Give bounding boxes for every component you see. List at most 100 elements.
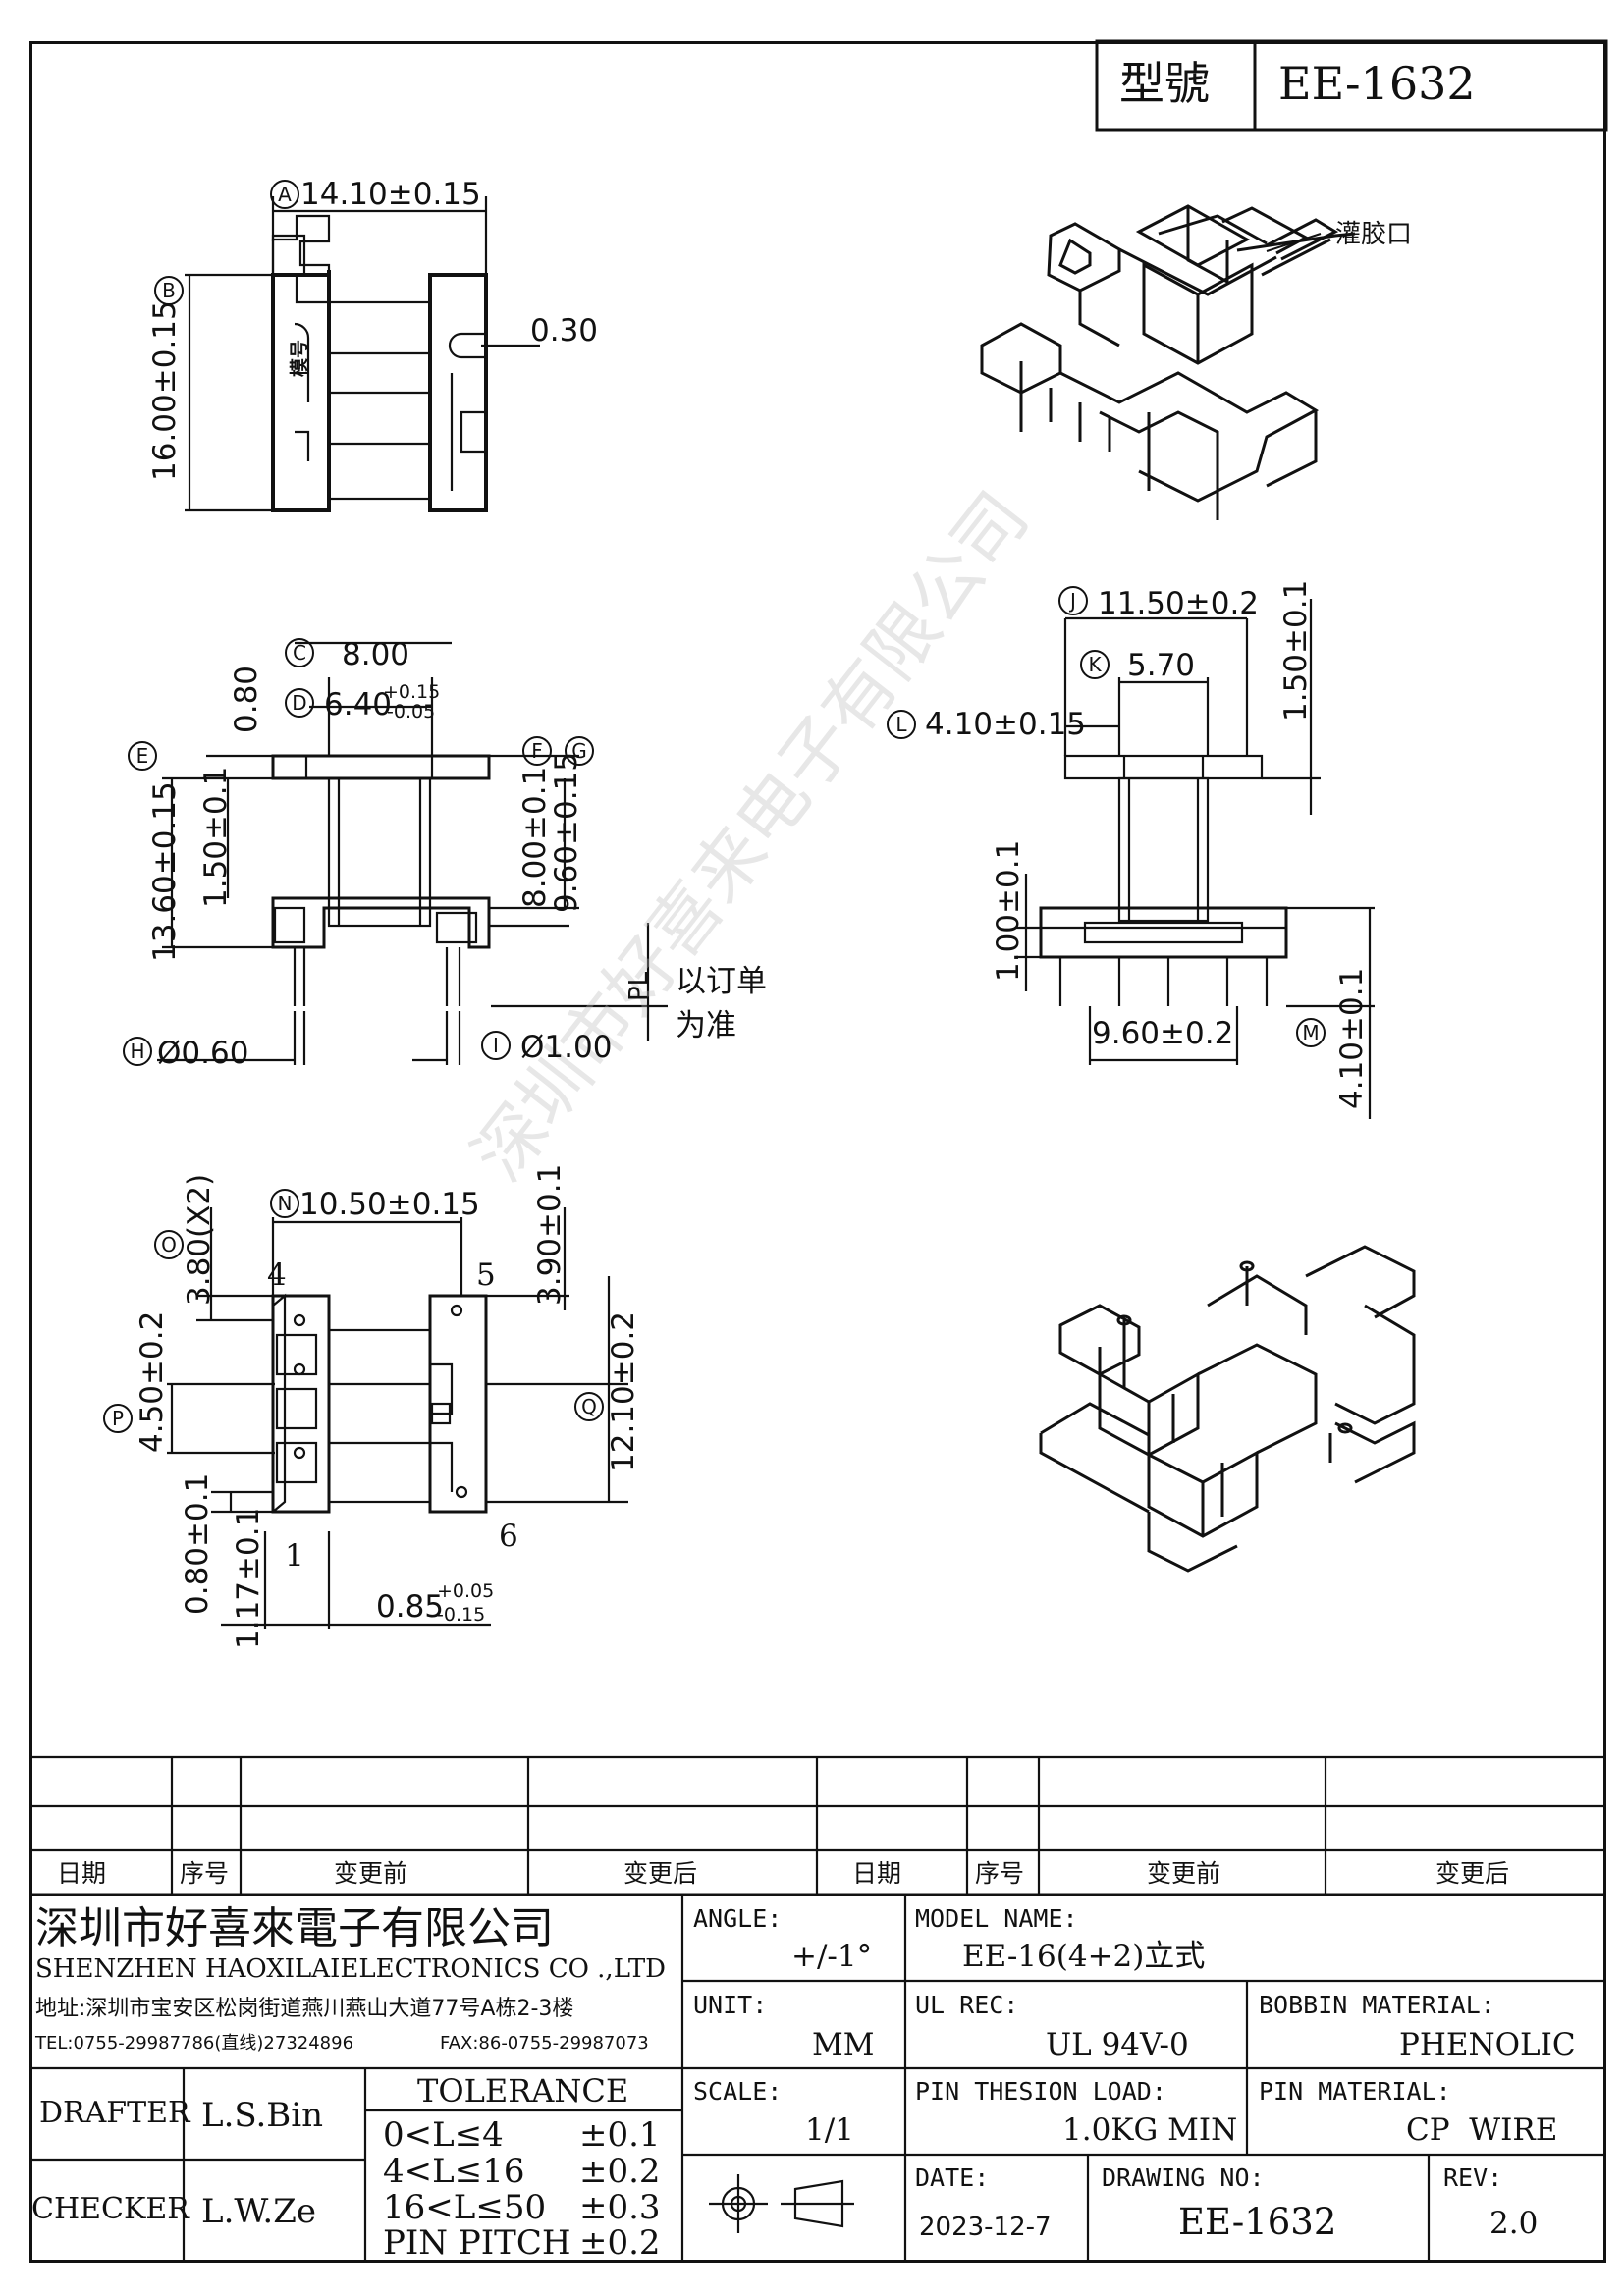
company-name-en: SHENZHEN HAOXILAIELECTRONICS CO .,LTD xyxy=(35,1954,667,1984)
pin-material-label: PIN MATERIAL: xyxy=(1259,2077,1451,2106)
dim-circle-letter-a: A xyxy=(278,183,292,206)
iso-view-top xyxy=(980,204,1356,520)
glue-port-note: 灌胶口 xyxy=(1335,220,1413,249)
pin-6-label: 6 xyxy=(499,1519,518,1554)
dim-circle-letter-o: O xyxy=(161,1233,177,1256)
tol-value-3: ±0.3 xyxy=(579,2188,661,2227)
dim-085: 0.85 xyxy=(376,1589,445,1625)
side-view xyxy=(1016,599,1375,1119)
dim-circle-q xyxy=(574,1392,604,1421)
pl-note-1: 以订单 xyxy=(676,964,767,999)
rev-before-r: 变更前 xyxy=(1147,1859,1221,1888)
dim-800: 8.00±0.1 xyxy=(517,766,553,908)
model-box xyxy=(1095,39,1608,132)
dim-circle-letter-f: F xyxy=(531,739,543,763)
drawing-no-label: DRAWING NO: xyxy=(1102,2163,1265,2192)
dim-E: 13.60±0.15 xyxy=(147,781,183,962)
dim-circle-o xyxy=(154,1230,184,1259)
pl-note-2: 为准 xyxy=(676,1008,736,1043)
dim-circle-letter-i: I xyxy=(493,1034,499,1057)
rev-seq-l: 序号 xyxy=(180,1859,230,1888)
pl-label: PL xyxy=(624,971,654,1001)
dim-A: 14.10±0.15 xyxy=(300,177,481,212)
drafter-name: L.S.Bin xyxy=(201,2096,324,2135)
dim-N: 10.50±0.15 xyxy=(299,1187,480,1222)
checker-name: L.W.Ze xyxy=(201,2192,316,2231)
dim-circle-j xyxy=(1058,586,1088,615)
rev-date-l: 日期 xyxy=(57,1859,107,1888)
model-name-label: MODEL NAME: xyxy=(915,1904,1078,1933)
checker-label: CHECKER xyxy=(31,2192,189,2226)
dim-080: 0.80 xyxy=(229,665,264,733)
projection-symbol xyxy=(709,2174,854,2233)
dim-circle-letter-p: P xyxy=(112,1407,124,1430)
rev-value: 2.0 xyxy=(1489,2206,1539,2241)
rev-label: REV: xyxy=(1443,2163,1503,2192)
dim-circle-e xyxy=(128,741,157,771)
dim-080-bottom: 0.80±0.1 xyxy=(180,1472,215,1615)
dim-circle-l xyxy=(887,710,916,739)
pin-load-label: PIN THESION LOAD: xyxy=(915,2077,1166,2106)
dim-circle-letter-c: C xyxy=(293,641,306,665)
date-value: 2023-12-7 xyxy=(919,2213,1052,2242)
pin-load-value: 1.0KG MIN xyxy=(1062,2112,1238,2148)
dim-circle-letter-g: G xyxy=(571,739,587,763)
tol-range-4: PIN PITCH xyxy=(383,2223,571,2263)
ul-label: UL REC: xyxy=(915,1991,1019,2019)
dim-P: 4.50±0.2 xyxy=(135,1310,170,1453)
tol-range-1: 0<L≤4 xyxy=(383,2115,504,2155)
dim-circle-a xyxy=(270,180,299,209)
dim-circle-g xyxy=(565,736,594,766)
dim-circle-letter-q: Q xyxy=(581,1395,597,1418)
pin-1-label: 1 xyxy=(285,1538,304,1574)
company-address: 地址:深圳市宝安区松岗街道燕川燕山大道77号A栋2-3楼 xyxy=(35,1997,574,2021)
top-view xyxy=(185,196,540,512)
model-box-label: 型號 xyxy=(1119,57,1210,110)
angle-value: +/-1° xyxy=(791,1939,873,1974)
company-name-cn: 深圳市好喜來電子有限公司 xyxy=(35,1903,554,1953)
dim-C: 8.00 xyxy=(342,637,410,672)
drafter-label: DRAFTER xyxy=(39,2096,190,2130)
dim-circle-m xyxy=(1296,1018,1326,1047)
dim-J: 11.50±0.2 xyxy=(1098,586,1260,621)
side-dim-100: 1.00±0.1 xyxy=(991,839,1026,982)
company-tel: TEL:0755-29987786(直线)27324896 xyxy=(35,2033,354,2054)
dim-circle-letter-h: H xyxy=(130,1040,144,1063)
dim-960-side: 9.60±0.2 xyxy=(1092,1016,1234,1051)
bobbin-value: PHENOLIC xyxy=(1399,2027,1576,2062)
dim-085-plus: +0.05 xyxy=(437,1580,495,1602)
date-label: DATE: xyxy=(915,2163,990,2192)
iso-view-bottom xyxy=(1039,1245,1416,1573)
front-view xyxy=(157,641,668,1065)
dim-circle-letter-m: M xyxy=(1302,1021,1319,1044)
dim-Q: 12.10±0.2 xyxy=(606,1310,641,1472)
drawing-frame xyxy=(29,41,1606,2263)
dim-B: 16.00±0.15 xyxy=(147,300,183,481)
dim-L: 4.10±0.15 xyxy=(925,707,1087,742)
dim-circle-letter-n: N xyxy=(278,1192,293,1215)
drawing-no-value: EE-1632 xyxy=(1178,2201,1337,2243)
rev-seq-r: 序号 xyxy=(975,1859,1025,1888)
dim-gap: 0.30 xyxy=(530,313,599,348)
scale-value: 1/1 xyxy=(805,2112,854,2148)
dim-circle-k xyxy=(1080,650,1110,679)
dim-circle-letter-e: E xyxy=(136,744,149,768)
dim-circle-d xyxy=(285,688,314,718)
pin-4-label: 4 xyxy=(267,1257,287,1293)
dim-960: 9.60±0.15 xyxy=(549,751,584,913)
dim-150: 1.50±0.1 xyxy=(198,766,234,908)
tol-range-3: 16<L≤50 xyxy=(383,2188,547,2227)
dim-H: Ø0.60 xyxy=(157,1036,249,1071)
dim-circle-f xyxy=(522,736,552,766)
dim-circle-letter-j: J xyxy=(1068,589,1076,613)
bottom-view xyxy=(167,1207,628,1629)
rev-after-r: 变更后 xyxy=(1435,1859,1510,1888)
dim-390: 3.90±0.1 xyxy=(532,1163,568,1306)
tol-value-2: ±0.2 xyxy=(579,2152,661,2191)
dim-circle-i xyxy=(481,1031,511,1060)
pin-material-value: CP WIRE xyxy=(1406,2112,1558,2148)
rev-before-l: 变更前 xyxy=(334,1859,408,1888)
tol-range-2: 4<L≤16 xyxy=(383,2152,525,2191)
side-dim-150: 1.50±0.1 xyxy=(1278,579,1314,721)
